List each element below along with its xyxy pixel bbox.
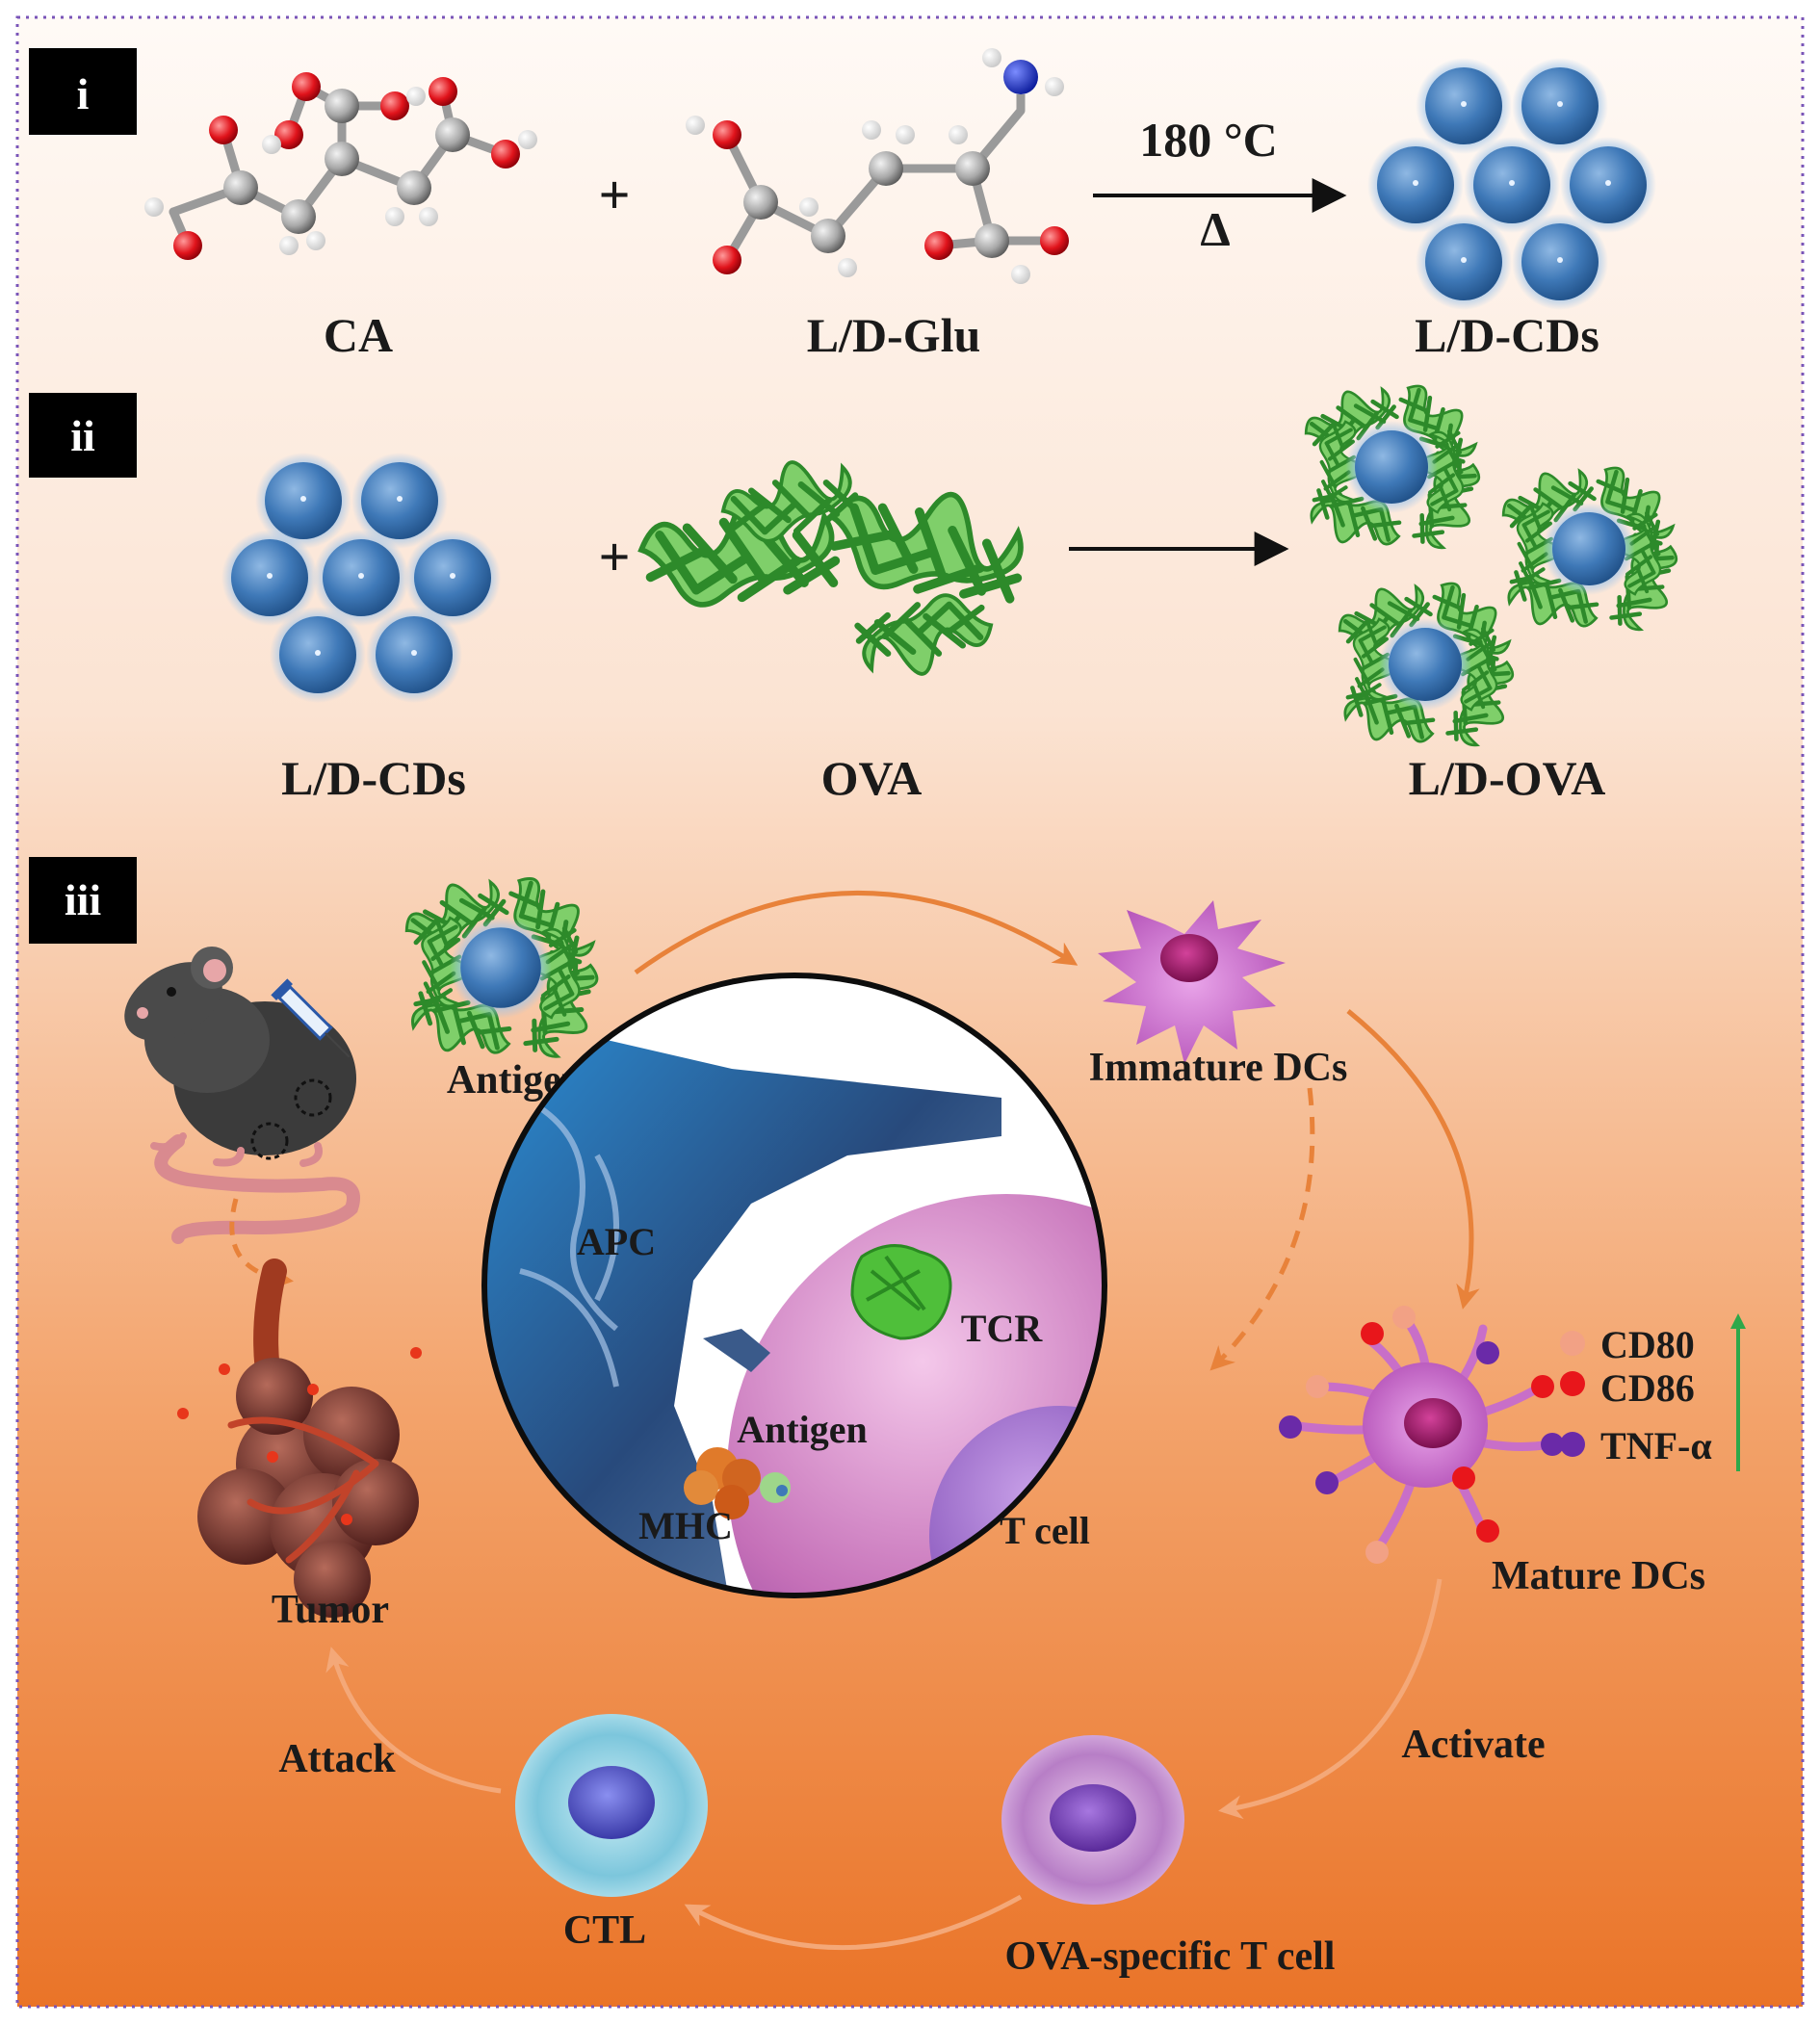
plus-sign-ii: + — [598, 526, 630, 588]
arrow-t-cell-to-ctl — [684, 1894, 1023, 1951]
legend-cd86-label: CD86 — [1600, 1366, 1695, 1410]
ova-specific-t-cell — [1001, 1735, 1184, 1905]
heat-symbol: Δ — [1200, 202, 1230, 256]
arrow-mature-dcs-to-t-cell — [1218, 1578, 1443, 1820]
citric-acid-molecule — [144, 72, 537, 260]
arrow-antigen-to-immature-dcs — [634, 890, 1079, 975]
panel-i: i — [29, 48, 1656, 362]
plus-sign-i: + — [598, 164, 630, 226]
inset-label-mhc: MHC — [638, 1504, 733, 1547]
label-tumor: Tumor — [272, 1588, 389, 1632]
panel-tag-ii: ii — [70, 411, 95, 460]
immune-synapse-inset: APC TCR Antigen MHC T cell — [481, 973, 1107, 1598]
mhc-antigen-complex — [684, 1447, 791, 1519]
inset-label-tcr: TCR — [961, 1307, 1044, 1350]
label-cds-ii: L/D-CDs — [281, 751, 466, 805]
immature-dc-cell — [1098, 900, 1286, 1064]
arrow-immature-to-mature-dcs — [1346, 1009, 1480, 1310]
panel-iii: iii Antigen — [29, 857, 1746, 1979]
panel-ii: ii L/D-CDs + OVA L/D-OVA — [29, 372, 1692, 805]
panel-tag-i-box — [29, 48, 137, 135]
label-ova: OVA — [821, 751, 923, 805]
syringe-icon — [271, 978, 351, 1058]
glutamic-acid-molecule — [686, 48, 1069, 284]
label-ca: CA — [324, 308, 393, 362]
panel-tag-i: i — [77, 69, 90, 118]
label-immature-dcs: Immature DCs — [1089, 1046, 1348, 1090]
legend-cd86-dot — [1560, 1371, 1585, 1396]
tumor-mass — [177, 1259, 422, 1618]
marker-legend: CD80 CD86 TNF-α — [1560, 1313, 1746, 1471]
inset-label-apc: APC — [577, 1220, 656, 1263]
tcr-protein — [850, 1244, 952, 1340]
mature-dc-cell — [1279, 1306, 1564, 1564]
ctl-cell — [515, 1714, 708, 1897]
legend-tnf-label: TNF-α — [1600, 1424, 1712, 1467]
inset-label-antigen: Antigen — [737, 1408, 868, 1451]
legend-cd80-label: CD80 — [1600, 1323, 1695, 1366]
label-ctl: CTL — [563, 1908, 646, 1953]
panel-tag-ii-box — [29, 393, 137, 478]
inset-label-t-cell: T cell — [1000, 1509, 1090, 1552]
mouse-illustration — [124, 947, 360, 1244]
label-mature-dcs: Mature DCs — [1492, 1554, 1705, 1598]
label-activate: Activate — [1401, 1723, 1545, 1767]
legend-cd80-dot — [1560, 1331, 1585, 1356]
label-ova-specific-t-cell: OVA-specific T cell — [1005, 1934, 1336, 1979]
nitrogen-atom — [1003, 60, 1038, 94]
panel-tag-iii-box — [29, 857, 137, 944]
label-cds-i: L/D-CDs — [1415, 308, 1599, 362]
reaction-temperature: 180 °C — [1139, 113, 1278, 167]
panel-tag-iii: iii — [65, 875, 102, 924]
legend-tnf-dot — [1560, 1432, 1585, 1457]
arrow-ctl-to-tumor — [325, 1647, 502, 1794]
label-glu: L/D-Glu — [807, 308, 981, 362]
label-attack: Attack — [278, 1737, 396, 1781]
dashed-arrow-immature-to-inset — [1209, 1087, 1315, 1371]
label-ld-ova: L/D-OVA — [1409, 751, 1606, 805]
figure-border — [15, 15, 1805, 2009]
